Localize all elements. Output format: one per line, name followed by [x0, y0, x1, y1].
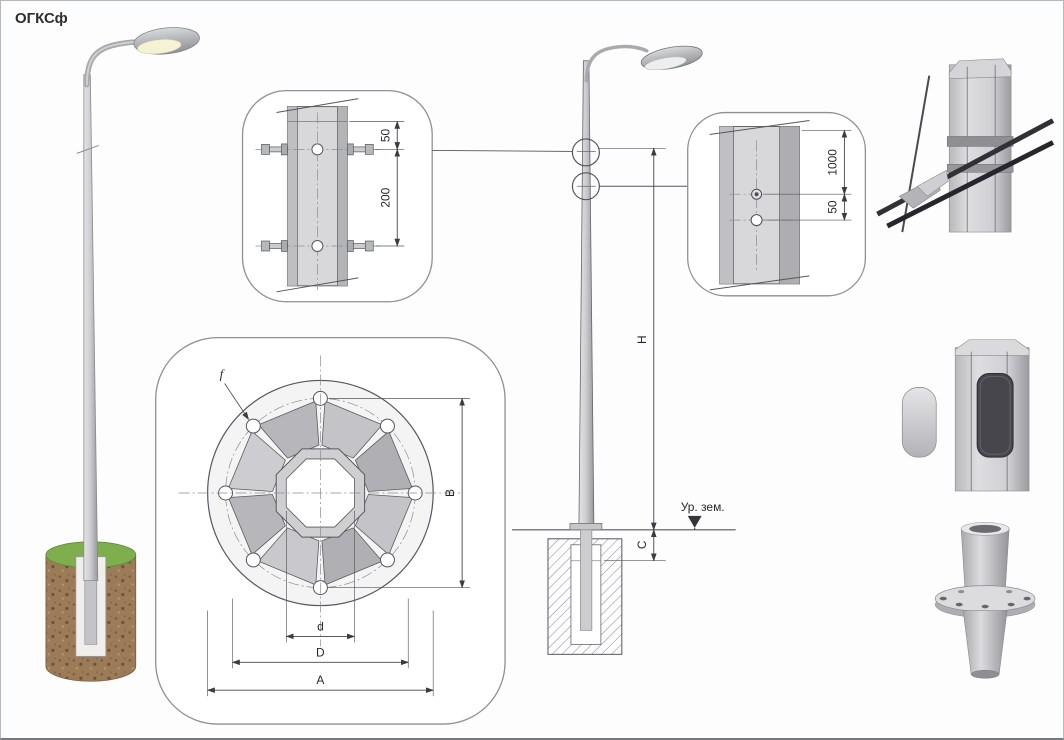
lower-skirt	[962, 610, 1008, 675]
access-door-3d-render	[901, 339, 1030, 492]
embedded-pole	[580, 529, 593, 631]
flange-bolt-hole-3d	[981, 604, 989, 609]
pole-facet-right	[337, 106, 348, 286]
dim-label-1000: 1000	[825, 149, 839, 176]
dim-label-D: D	[316, 645, 325, 659]
flange-detail-callout: f B d D A	[155, 336, 506, 725]
clamp-3d-render	[876, 58, 1055, 233]
flange-bolt-hole-3d	[955, 602, 963, 607]
column-top-cap	[948, 58, 1012, 79]
flange-bolt-hole	[245, 418, 261, 434]
band-clamp	[946, 164, 1014, 173]
skirt-bottom	[970, 670, 1000, 679]
suspension-bolt-center	[754, 192, 759, 197]
hole-label-f: f	[220, 366, 226, 381]
flange-3d-render	[934, 522, 1036, 679]
bolt-hole	[311, 240, 324, 252]
clamp-bolt	[261, 143, 288, 156]
detail-marker-circle	[571, 138, 600, 167]
leader-line-joint	[432, 149, 572, 152]
flange-bolt-hole-3d	[1023, 596, 1031, 601]
wiring-hole	[750, 214, 763, 227]
detail-marker-circle	[571, 172, 600, 201]
upper-tube	[960, 528, 1010, 593]
clamp-bolt	[346, 240, 374, 252]
clamp-bolt	[346, 143, 374, 156]
flange-bolt-hole-3d	[939, 596, 947, 601]
lamp-lens	[137, 39, 182, 55]
flange-bolt-hole	[379, 552, 395, 568]
dim-label-B: B	[443, 489, 457, 497]
flange-bolt-hole-3d	[1007, 602, 1015, 607]
bolt-hole	[311, 143, 324, 156]
dim-label-C: C	[635, 540, 649, 549]
break-line-bottom	[709, 275, 810, 291]
dim-label-50: 50	[825, 200, 839, 214]
dim-label-200: 200	[378, 187, 392, 207]
dim-label-d: d	[317, 619, 324, 633]
hole-detail-callout: 1000 50	[687, 111, 867, 297]
flange-bolt-hole-3d	[957, 590, 965, 594]
ground-level-symbol	[687, 515, 702, 528]
lamp-arm-highlight	[85, 41, 142, 86]
joint-detail-callout: 50 200	[241, 89, 433, 303]
break-line-top	[709, 120, 810, 135]
base-flange	[569, 523, 603, 531]
mast	[578, 60, 595, 528]
flange-bolt-hole-3d	[1005, 590, 1013, 594]
tube-top-hole	[969, 524, 1002, 533]
pole-elevation: H C Ур. зем.	[512, 44, 736, 655]
guy-wire	[901, 75, 931, 233]
door-opening	[976, 372, 1014, 458]
pole-facet-left	[287, 106, 298, 286]
elevation-lamp-lens	[644, 56, 687, 71]
leader-f	[224, 383, 249, 420]
page-title: ОГКСф	[15, 10, 68, 27]
flange-bolt-hole	[379, 418, 395, 434]
tension-rod	[886, 140, 1055, 229]
dim-label-H: H	[635, 335, 649, 344]
column-top-cap	[954, 339, 1030, 356]
clamp-bolt	[261, 240, 288, 252]
break-line-top	[276, 98, 359, 114]
pole-facet-left	[719, 126, 734, 284]
elevation-arm	[584, 44, 649, 83]
ground-level-label: Ур. зем.	[681, 500, 725, 514]
cone-clamp	[916, 169, 949, 197]
dim-label-A: A	[316, 673, 324, 687]
dim-label-50: 50	[378, 128, 392, 142]
lamp-arm	[84, 39, 144, 88]
pole-facet-right	[779, 126, 800, 284]
door-opening-edge	[979, 376, 1011, 455]
door-cover	[901, 387, 937, 458]
pole-joint-mark	[76, 144, 99, 154]
pole-3d-render	[45, 27, 200, 682]
flange-bolt-hole	[245, 552, 261, 568]
